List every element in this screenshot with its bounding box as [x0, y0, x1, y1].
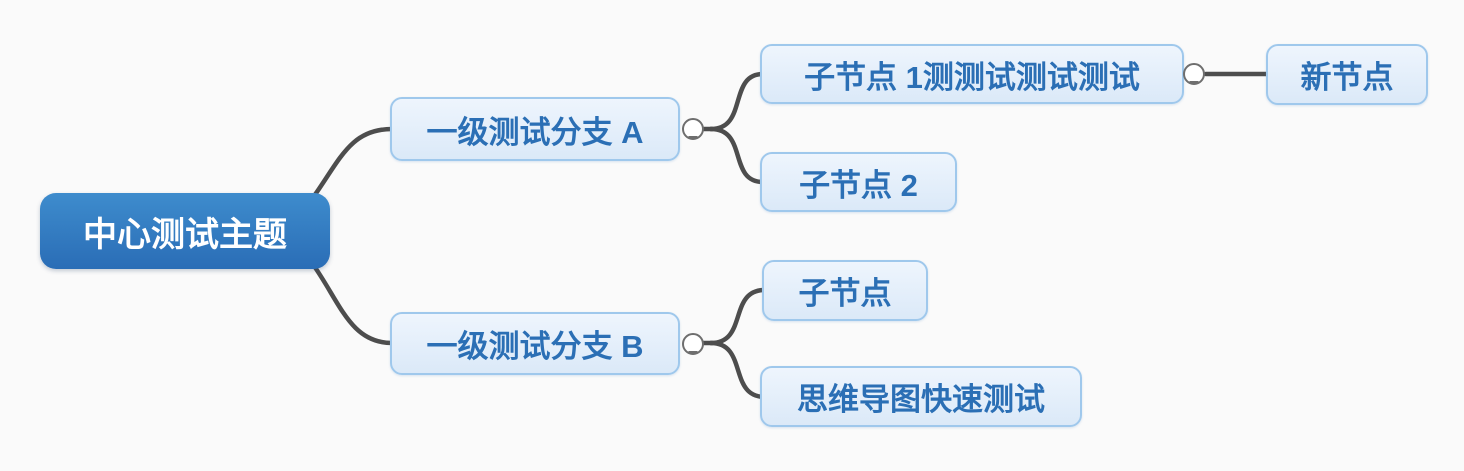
connector-central-to-branch-b — [309, 260, 395, 346]
collapse-handle-branch-a[interactable] — [682, 118, 704, 140]
connector-branch-a-to-child-a2 — [708, 126, 766, 185]
collapse-handle-branch-b[interactable] — [682, 333, 704, 355]
mindmap-node-branch-a[interactable]: 一级测试分支 A — [390, 97, 680, 161]
mindmap-node-new-node[interactable]: 新节点 — [1266, 44, 1428, 105]
connector-central-to-branch-a — [309, 126, 395, 202]
collapse-handle-child-a1[interactable] — [1183, 63, 1205, 85]
mindmap-node-child-a1[interactable]: 子节点 1测测试测试测试 — [760, 44, 1184, 104]
connector-branch-b-to-child-b2 — [708, 340, 768, 400]
mindmap-node-branch-b[interactable]: 一级测试分支 B — [390, 312, 680, 375]
mindmap-node-child-b2[interactable]: 思维导图快速测试 — [760, 366, 1082, 427]
mindmap-node-child-b1[interactable]: 子节点 — [762, 260, 928, 321]
mindmap-node-child-a2[interactable]: 子节点 2 — [760, 152, 957, 212]
connector-branch-a-to-child-a1 — [708, 71, 766, 132]
connector-branch-b-to-child-b1 — [708, 287, 768, 346]
mindmap-node-central-topic[interactable]: 中心测试主题 — [40, 193, 330, 269]
